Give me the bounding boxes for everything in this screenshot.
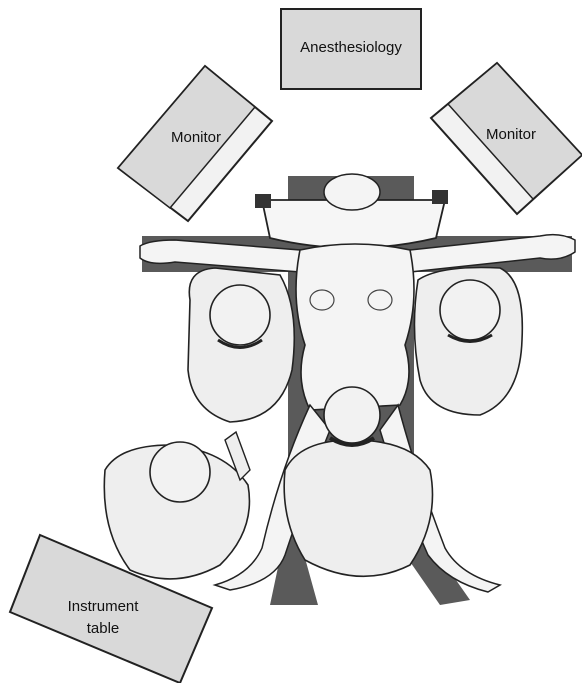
surgeon-left: [188, 268, 294, 422]
monitor-left: Monitor: [118, 66, 272, 221]
monitor-right-label: Monitor: [486, 126, 536, 143]
scrub-nurse: [104, 432, 250, 579]
anesthesiology-label: Anesthesiology: [300, 39, 402, 56]
monitor-left-label: Monitor: [171, 129, 221, 146]
head-drape: [255, 174, 448, 248]
anesthesiology-station: Anesthesiology: [281, 9, 421, 89]
instrument-table-label-line1: Instrument: [68, 598, 140, 615]
instrument-table-label-line2: table: [87, 620, 120, 637]
monitor-right: Monitor: [431, 63, 582, 214]
surgeon-right: [414, 268, 522, 416]
